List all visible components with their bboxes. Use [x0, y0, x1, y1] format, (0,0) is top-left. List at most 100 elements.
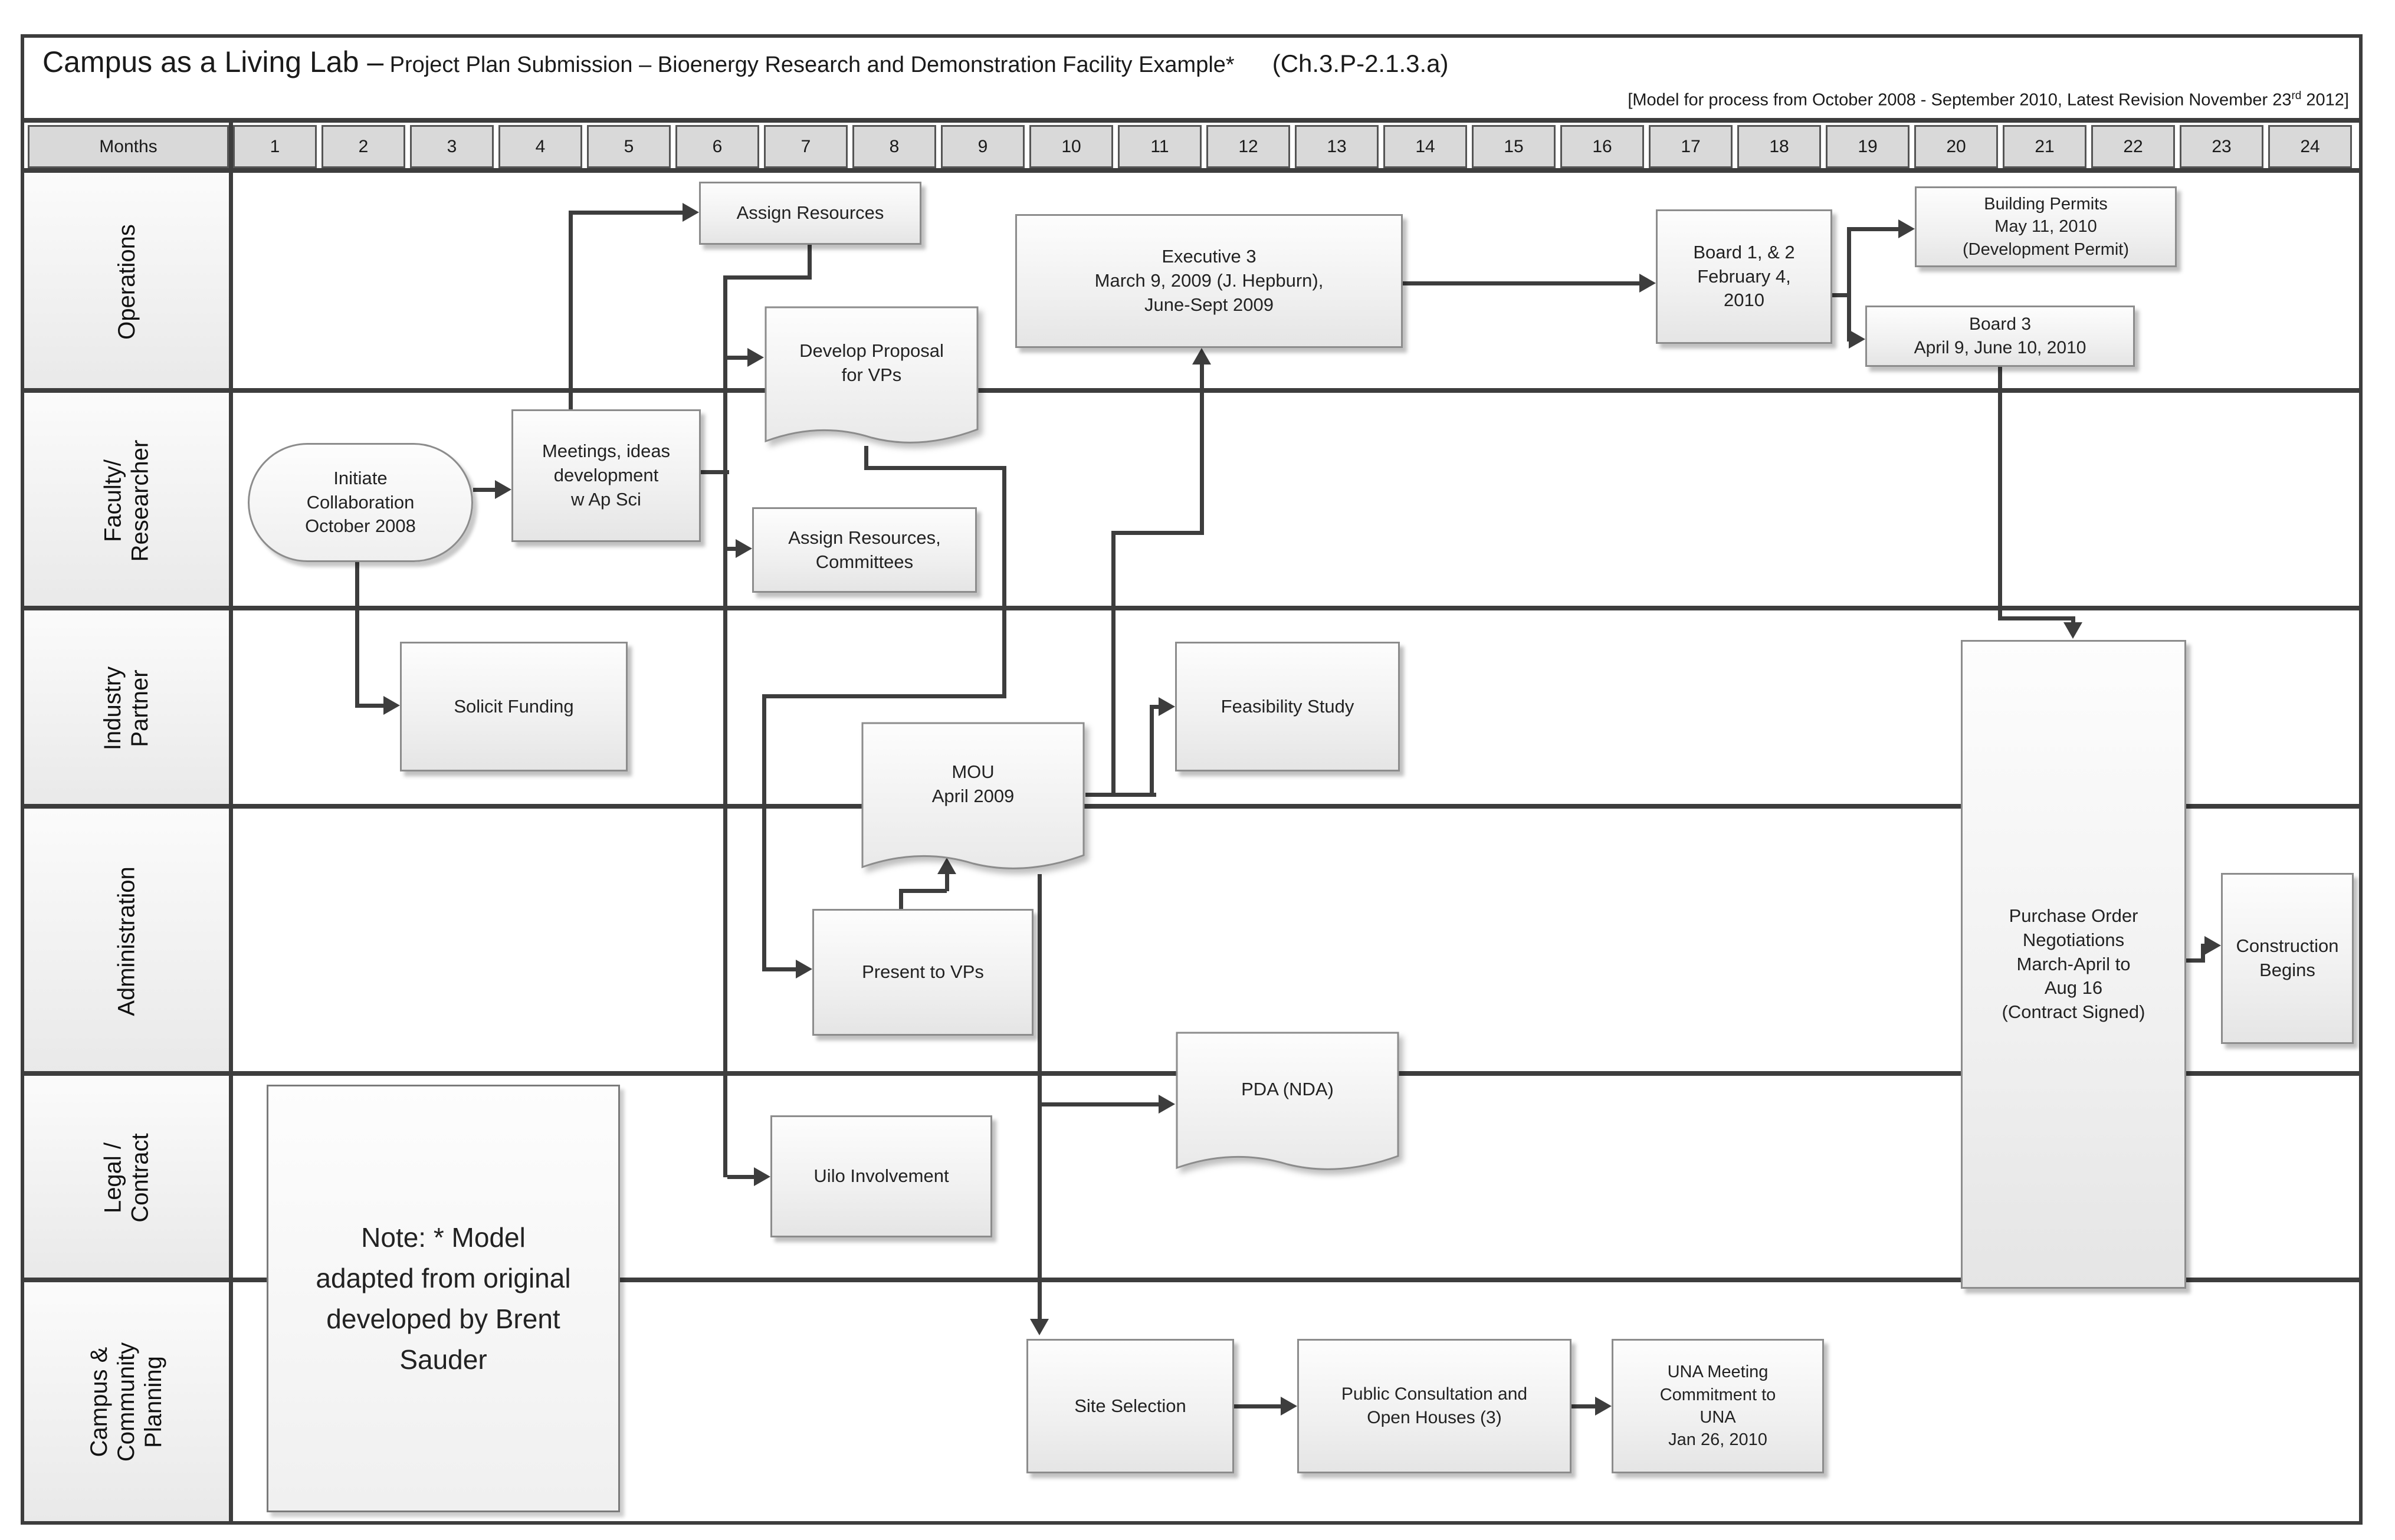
lane-label-administration: Administration [24, 809, 229, 1073]
node-feasibility-study: Feasibility Study [1175, 642, 1400, 771]
node-develop-proposal: Develop Proposal for VPs [764, 306, 979, 447]
node-label-develop-proposal: Develop Proposal for VPs [799, 340, 944, 385]
connector-segment [1571, 1404, 1595, 1408]
node-note: Note: * Model adapted from original deve… [267, 1085, 620, 1512]
connector-segment [701, 470, 729, 474]
revision-note-text: [Model for process from October 2008 - S… [1628, 90, 2292, 110]
connector-segment [355, 562, 359, 705]
connector-segment [1847, 229, 1851, 297]
connector-segment [2201, 944, 2205, 963]
lane-label-text-industry: Industry Partner [100, 666, 153, 751]
node-solicit-funding: Solicit Funding [400, 642, 628, 771]
title-main: Campus as a Living Lab – [42, 45, 384, 78]
arrowhead-right-icon [383, 696, 400, 715]
node-executive-3: Executive 3 March 9, 2009 (J. Hepburn), … [1015, 214, 1403, 348]
arrowhead-down-icon [2063, 622, 2082, 639]
months-row-top-border [24, 118, 2359, 123]
connector-segment [762, 694, 766, 971]
node-meetings-ideas: Meetings, ideas development w Ap Sci [511, 409, 701, 542]
title-sub: Project Plan Submission – Bioenergy Rese… [383, 52, 1235, 77]
connector-segment [725, 275, 812, 280]
lane-boundary [24, 388, 2359, 393]
lane-label-faculty: Faculty/ Researcher [24, 393, 229, 608]
node-assign-resources-committees: Assign Resources, Committees [752, 507, 977, 593]
connector-segment [1042, 1102, 1159, 1106]
month-cell: 1 [233, 125, 317, 168]
arrowhead-right-icon [1281, 1397, 1297, 1416]
connector-segment [2186, 958, 2203, 963]
lane-boundary [24, 1278, 2359, 1282]
lane-label-text-legal: Legal / Contract [100, 1133, 153, 1223]
arrowhead-right-icon [754, 1167, 770, 1186]
month-cell: 7 [764, 125, 848, 168]
lane-label-text-campus: Campus & Community Planning [86, 1342, 167, 1462]
connector-segment [569, 211, 683, 215]
connector-segment [1832, 293, 1849, 297]
arrowhead-right-icon [495, 480, 511, 499]
connector-segment [899, 889, 947, 893]
month-cell: 3 [410, 125, 494, 168]
arrowhead-right-icon [683, 203, 699, 222]
connector-segment [1234, 1404, 1281, 1408]
month-cell: 8 [852, 125, 936, 168]
title-code: (Ch.3.P-2.1.3.a) [1272, 50, 1449, 77]
lane-label-legal: Legal / Contract [24, 1076, 229, 1280]
month-cell: 24 [2268, 125, 2352, 168]
connector-segment [1150, 708, 1154, 797]
connector-segment [899, 889, 903, 909]
arrowhead-right-icon [747, 348, 764, 367]
connector-segment [1998, 616, 2075, 620]
arrowhead-right-icon [2204, 936, 2221, 955]
month-cell: 2 [321, 125, 405, 168]
node-assign-resources: Assign Resources [699, 182, 921, 245]
node-label-pda-nda: PDA (NDA) [1241, 1078, 1334, 1099]
node-public-consultation: Public Consultation and Open Houses (3) [1297, 1339, 1571, 1473]
connector-segment [569, 211, 573, 411]
lane-boundary [24, 804, 2359, 809]
connector-segment [945, 874, 949, 891]
connector-segment [355, 704, 383, 708]
node-construction-begins: Construction Begins [2221, 873, 2354, 1044]
months-header-label: Months [28, 125, 229, 168]
lane-label-text-administration: Administration [113, 866, 140, 1016]
month-cell: 13 [1295, 125, 1379, 168]
month-cell: 20 [1914, 125, 1998, 168]
node-board-3: Board 3 April 9, June 10, 2010 [1865, 306, 2135, 367]
page-title: Campus as a Living Lab – Project Plan Su… [42, 45, 1449, 79]
connector-segment [2071, 616, 2075, 623]
connector-segment [1998, 367, 2002, 619]
month-cell: 19 [1826, 125, 1910, 168]
document-shape-icon [861, 722, 1085, 869]
document-shape-icon [765, 306, 979, 444]
node-building-permits: Building Permits May 11, 2010 (Developme… [1915, 186, 2177, 267]
node-site-selection: Site Selection [1026, 1339, 1234, 1473]
node-purchase-order: Purchase Order Negotiations March-April … [1961, 640, 2186, 1289]
connector-segment [1200, 365, 1204, 535]
month-cell: 15 [1472, 125, 1556, 168]
connector-segment [473, 488, 500, 492]
month-cell: 5 [587, 125, 671, 168]
connector-segment [1111, 531, 1204, 535]
label-column-separator [229, 122, 233, 1521]
month-cell: 16 [1560, 125, 1644, 168]
arrowhead-right-icon [1159, 697, 1175, 716]
node-una-meeting: UNA Meeting Commitment to UNA Jan 26, 20… [1612, 1339, 1824, 1473]
month-cell: 10 [1029, 125, 1113, 168]
arrowhead-down-icon [1030, 1319, 1049, 1335]
connector-segment [727, 1175, 754, 1179]
connector-segment [723, 275, 727, 1177]
connector-segment [1847, 293, 1851, 340]
month-cell: 18 [1737, 125, 1821, 168]
revision-note-tail: 2012] [2301, 90, 2349, 110]
node-initiate-collaboration: Initiate Collaboration October 2008 [248, 443, 473, 562]
connector-segment [1150, 705, 1163, 709]
connector-segment [762, 694, 1006, 698]
revision-note-sup: rd [2291, 90, 2302, 102]
node-pda-nda: PDA (NDA) [1175, 1031, 1400, 1174]
connector-segment [1038, 874, 1042, 1320]
months-row-bottom-border [24, 168, 2359, 173]
arrowhead-right-icon [1595, 1397, 1612, 1416]
arrowhead-up-icon [937, 858, 956, 874]
revision-note: [Model for process from October 2008 - S… [1628, 90, 2349, 110]
